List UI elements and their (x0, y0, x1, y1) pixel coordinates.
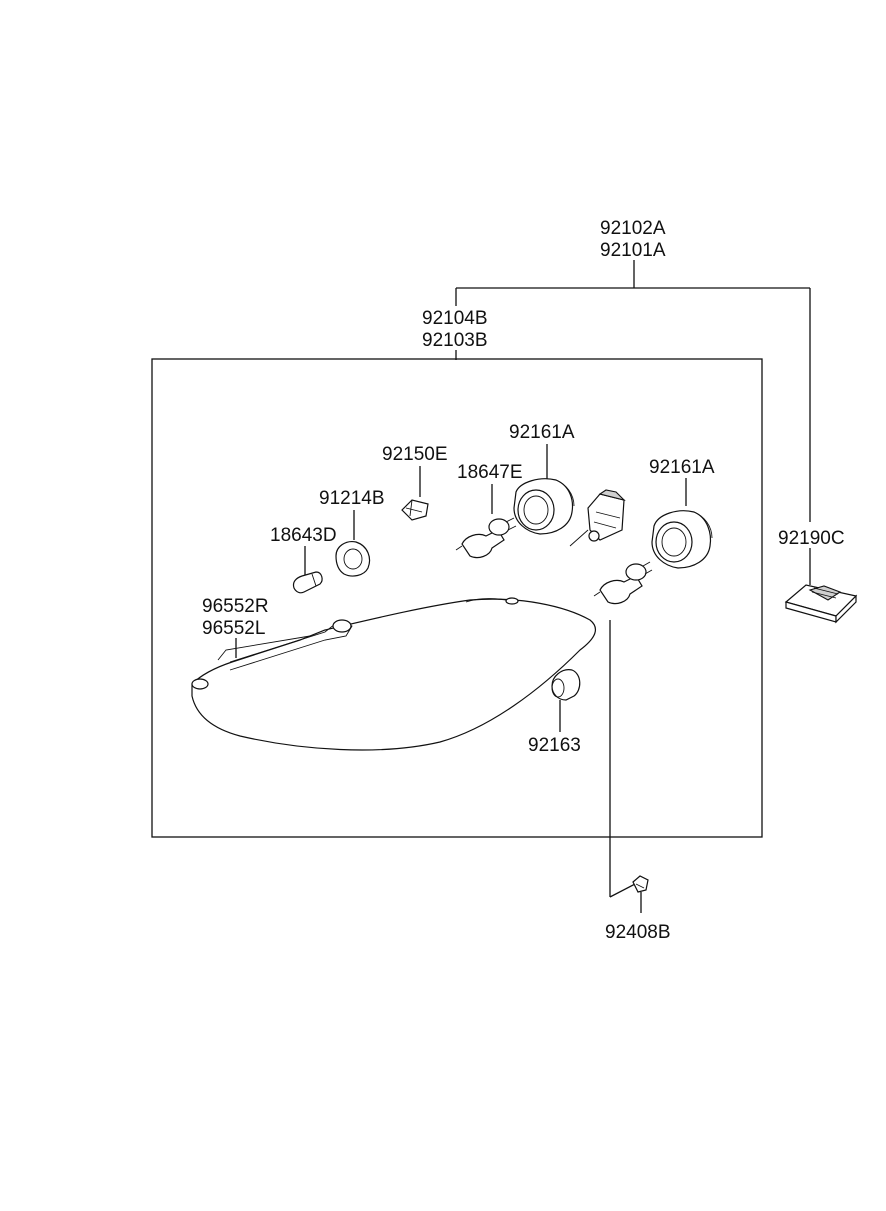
socket-92150e (401, 499, 429, 521)
label-assembly-2: 92101A (600, 240, 666, 261)
label-housing-1: 92104B (422, 308, 488, 329)
leveling-actuator (569, 489, 626, 547)
label-housing-2: 92103B (422, 330, 488, 351)
label-screw: 92408B (605, 922, 671, 943)
label-bulb-18647e: 18647E (457, 462, 523, 483)
housing-frame (151, 358, 763, 838)
bulb-18647e (455, 517, 517, 559)
bulb-ring-low (651, 510, 713, 569)
label-bulb-low: 92161A (649, 457, 715, 478)
bulb-ring-high (513, 478, 575, 535)
bulb-18643d (292, 571, 323, 594)
label-assembly-1: 92102A (600, 218, 666, 239)
label-ballast: 92190C (778, 528, 845, 549)
label-lens-l: 96552L (202, 618, 265, 639)
headlamp-lens (191, 597, 597, 751)
label-bulb-high: 92161A (509, 422, 575, 443)
socket-91214b (335, 541, 371, 577)
label-lens-r: 96552R (202, 596, 269, 617)
label-socket-91214b: 91214B (319, 488, 385, 509)
label-socket-92150e: 92150E (382, 444, 448, 465)
bulb-92163 (551, 669, 581, 701)
label-bulb-92163: 92163 (528, 735, 581, 756)
leader-lines (235, 260, 811, 913)
screw-92408b (632, 875, 649, 893)
ballast-unit (784, 584, 858, 624)
label-bulb-18643d: 18643D (270, 525, 337, 546)
bulb-low-beam (593, 561, 653, 605)
part-labels: 92102A 92101A 92104B 92103B 92190C 92161… (202, 218, 845, 943)
